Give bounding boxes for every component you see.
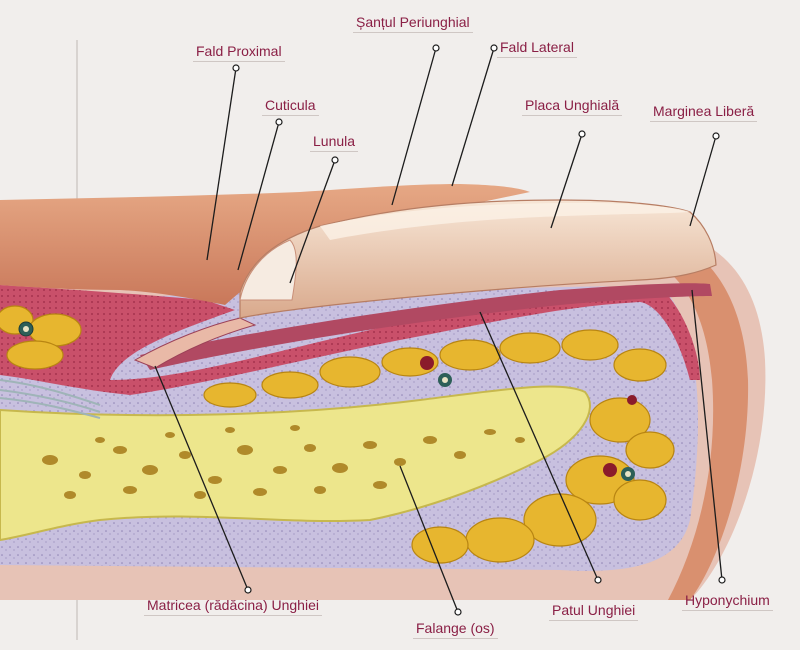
nail-bed (140, 283, 712, 370)
label-marginea-libera: Marginea Liberă (650, 103, 758, 122)
leader-line-placa (550, 133, 583, 229)
leader-line-falange (399, 465, 459, 613)
label-fald-lateral: Fald Lateral (497, 39, 577, 58)
leader-line-fald-proximal (206, 67, 237, 261)
label-cuticula: Cuticula (262, 97, 319, 116)
leader-line-hyponychium (691, 289, 723, 581)
label-santul-periunghial: Șanțul Periunghial (353, 14, 473, 33)
tendon (0, 379, 101, 419)
leader-line-lunula (289, 159, 336, 284)
fat-lobules (0, 305, 675, 564)
label-fald-proximal: Fald Proximal (193, 43, 285, 62)
label-patul-unghiei: Patul Unghiei (549, 602, 639, 621)
nail-matrix (133, 317, 257, 369)
leader-lines (154, 47, 723, 613)
phalanx-bone (0, 385, 591, 542)
leader-line-fald-lateral (451, 47, 495, 187)
blood-vessels (18, 321, 637, 481)
bone-trabeculae (42, 425, 525, 499)
label-hyponychium: Hyponychium (682, 592, 773, 611)
nail-plate-highlight (320, 202, 690, 240)
leader-dots (232, 44, 726, 616)
dermis-texture (0, 285, 700, 395)
label-falange: Falange (os) (413, 620, 498, 639)
leader-line-santul (391, 47, 437, 206)
leader-line-marginea (689, 135, 717, 227)
leader-line-matricea (154, 365, 249, 591)
leader-line-cuticula (237, 121, 280, 271)
label-lunula: Lunula (310, 133, 359, 152)
lunula-shape (239, 239, 297, 301)
leader-line-patul (479, 311, 599, 581)
label-matricea: Matricea (rădăcina) Unghiei (144, 597, 322, 616)
label-placa-unghiala: Placa Unghială (522, 97, 623, 116)
fingertip-skin (640, 230, 749, 600)
